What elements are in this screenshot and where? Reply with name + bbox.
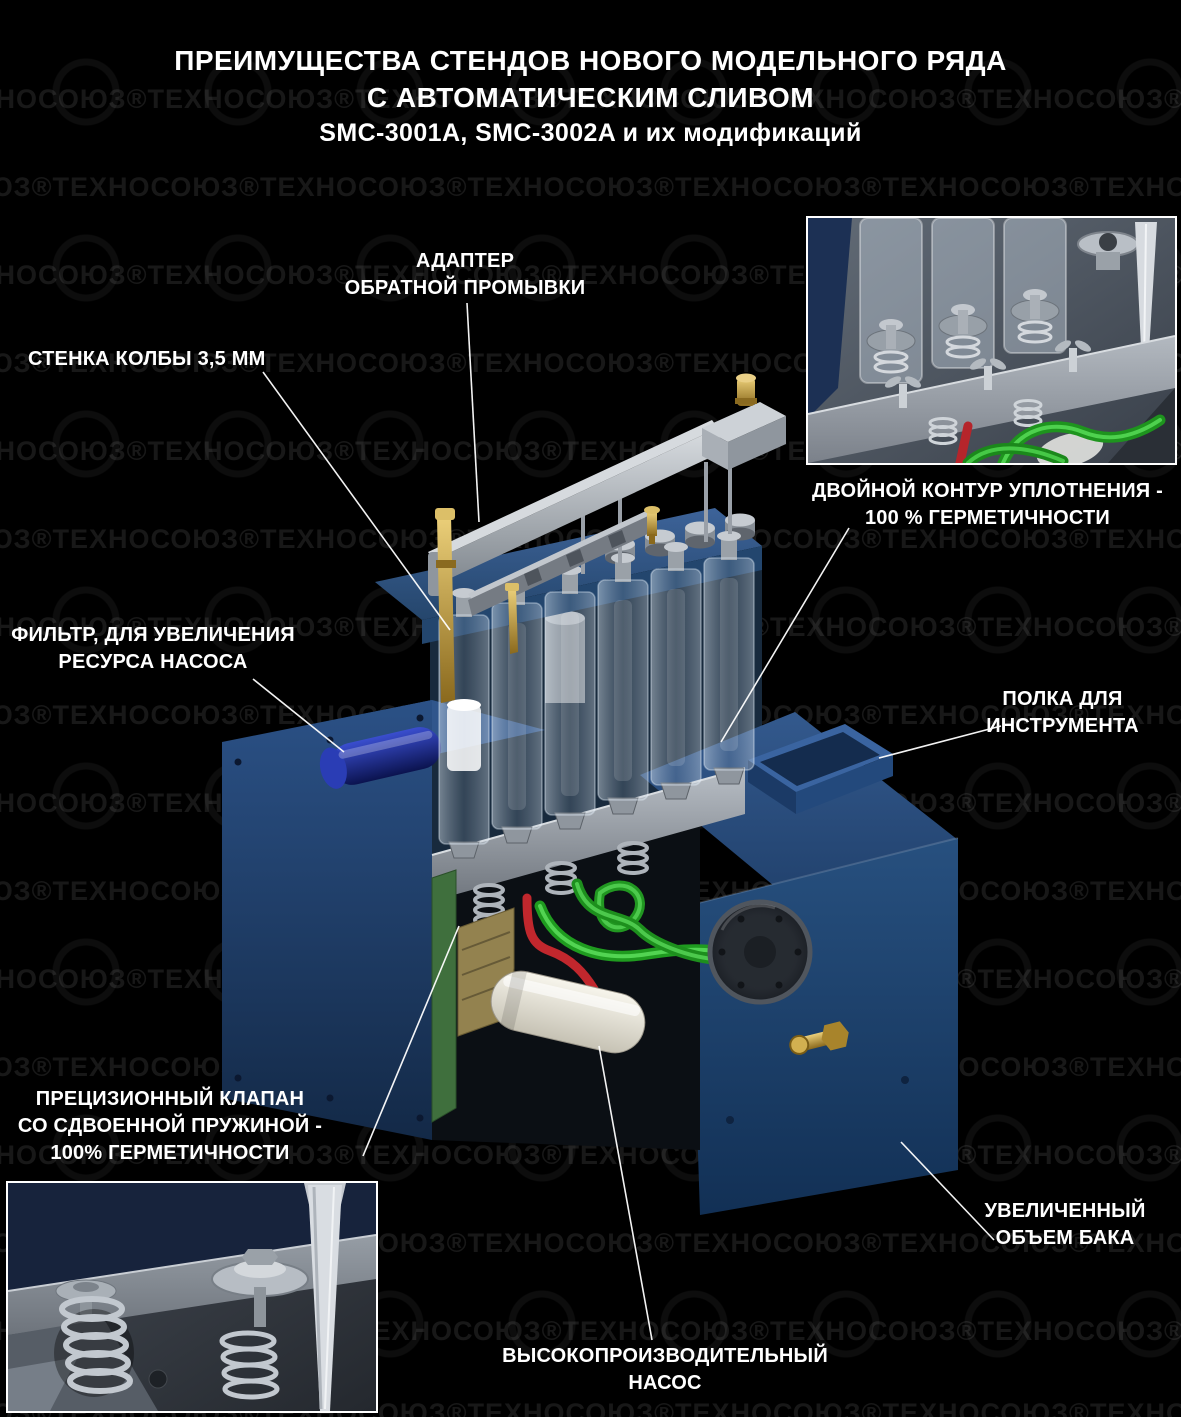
- label-line: РЕСУРСА НАСОСА: [58, 651, 248, 673]
- label-flask-wall: СТЕНКА КОЛБЫ 3,5 ММ: [28, 346, 288, 373]
- label-filter: ФИЛЬТР, ДЛЯ УВЕЛИЧЕНИЯ РЕСУРСА НАСОСА: [8, 622, 298, 676]
- page-title: ПРЕИМУЩЕСТВА СТЕНДОВ НОВОГО МОДЕЛЬНОГО Р…: [0, 42, 1181, 150]
- label-line: ОБРАТНОЙ ПРОМЫВКИ: [344, 277, 586, 299]
- label-line: 100 % ГЕРМЕТИЧНОСТИ: [864, 507, 1110, 529]
- callout-lines: [252, 302, 1002, 1341]
- label-line: ФИЛЬТР, ДЛЯ УВЕЛИЧЕНИЯ: [11, 624, 295, 646]
- watermark-row: ТЕХНОСОЮЗ®ТЕХНОСОЮЗ®ТЕХНОСОЮЗ®ТЕХНОСОЮЗ®…: [0, 84, 1181, 114]
- label-tank-volume: УВЕЛИЧЕННЫЙ ОБЪЕМ БАКА: [955, 1198, 1175, 1252]
- label-tool-shelf: ПОЛКА ДЛЯ ИНСТРУМЕНТА: [950, 686, 1175, 740]
- tool-tray: [748, 724, 893, 814]
- callout-line: [362, 925, 460, 1157]
- drain-valve: [789, 1021, 849, 1055]
- label-backwash-adapter: АДАПТЕР ОБРАТНОЙ ПРОМЫВКИ: [315, 248, 615, 302]
- title-line: С АВТОМАТИЧЕСКИМ СЛИВОМ: [366, 82, 815, 113]
- label-pump: ВЫСОКОПРОИЗВОДИТЕЛЬНЫЙ НАСОС: [465, 1343, 865, 1397]
- callout-line: [900, 1141, 995, 1241]
- inset-precision-valve-image: [6, 1181, 378, 1413]
- flask: [597, 553, 649, 801]
- label-line: ПРЕЦИЗИОННЫЙ КЛАПАН: [35, 1088, 305, 1110]
- label-double-seal: ДВОЙНОЙ КОНТУР УПЛОТНЕНИЯ - 100 % ГЕРМЕТ…: [800, 478, 1175, 532]
- filter-cylinder: [319, 727, 442, 789]
- label-line: 100% ГЕРМЕТИЧНОСТИ: [50, 1142, 290, 1164]
- label-line: УВЕЛИЧЕННЫЙ: [984, 1200, 1146, 1222]
- flask: [650, 542, 702, 786]
- flask: [703, 531, 755, 771]
- label-line: ПОЛКА ДЛЯ: [1002, 688, 1123, 710]
- flask: [491, 576, 543, 830]
- callout-line: [466, 302, 480, 523]
- watermark-row: ТЕХНОСОЮЗ®ТЕХНОСОЮЗ®ТЕХНОСОЮЗ®ТЕХНОСОЮЗ®…: [0, 172, 1181, 202]
- valve-springs: [473, 841, 649, 927]
- flask-row: [438, 531, 755, 845]
- label-line: СО СДВОЕННОЙ ПРУЖИНОЙ -: [17, 1115, 323, 1137]
- title-line: ПРЕИМУЩЕСТВА СТЕНДОВ НОВОГО МОДЕЛЬНОГО Р…: [174, 45, 1007, 76]
- drive-flange: [707, 899, 813, 1005]
- callout-line: [262, 371, 451, 631]
- label-precision-valve: ПРЕЦИЗИОННЫЙ КЛАПАН СО СДВОЕННОЙ ПРУЖИНО…: [15, 1086, 325, 1167]
- brass-rods: [435, 508, 519, 703]
- label-line: ИНСТРУМЕНТА: [986, 715, 1139, 737]
- callout-line: [252, 678, 345, 753]
- pump-cylinder: [490, 968, 646, 1054]
- red-hose: [522, 893, 599, 994]
- label-line: ВЫСОКОПРОИЗВОДИТЕЛЬНЫЙ: [502, 1345, 828, 1367]
- label-line: АДАПТЕР: [415, 250, 515, 272]
- title-line: SMC-3001A, SMC-3002A и их модификаций: [319, 119, 862, 147]
- callout-line: [878, 725, 1002, 759]
- label-line: НАСОС: [628, 1372, 702, 1394]
- label-line: ОБЪЕМ БАКА: [995, 1227, 1135, 1249]
- callout-line: [598, 1045, 653, 1341]
- label-line: ДВОЙНОЙ КОНТУР УПЛОТНЕНИЯ -: [811, 480, 1164, 502]
- flask: [544, 565, 596, 816]
- callout-line: [720, 527, 850, 743]
- label-line: СТЕНКА КОЛБЫ 3,5 ММ: [28, 348, 266, 370]
- circuit-board: [431, 869, 457, 1123]
- backwash-rail: [428, 373, 786, 616]
- inset-double-seal-image: [806, 216, 1177, 469]
